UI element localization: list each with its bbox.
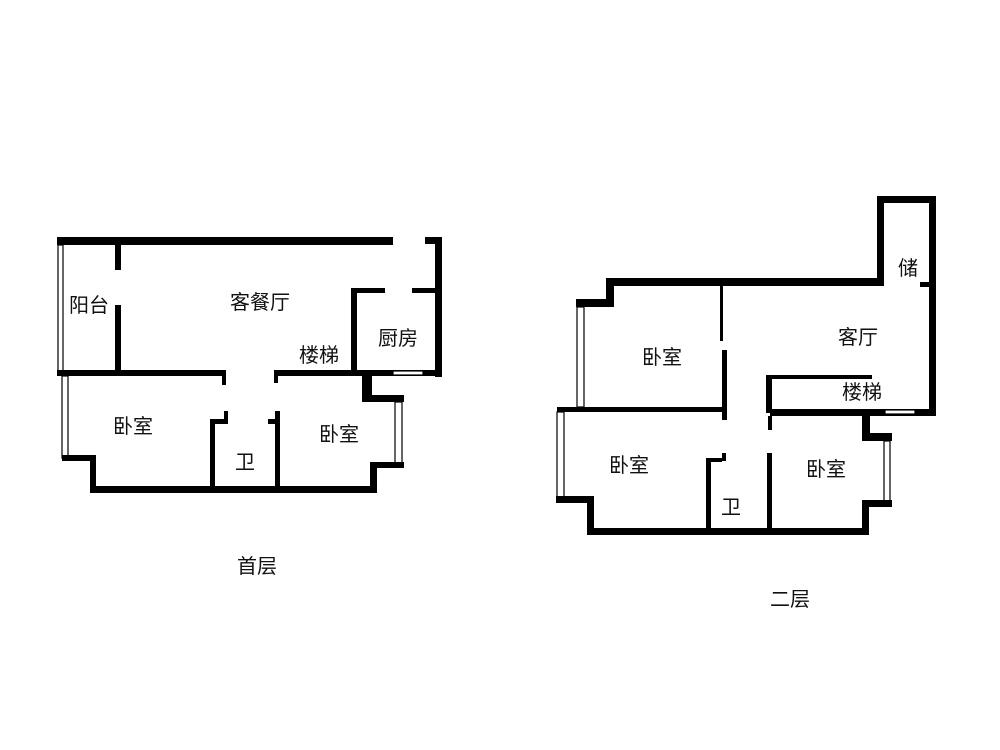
- first-floor-walls: [57, 237, 442, 493]
- room-label-bedroom: 卧室: [609, 453, 649, 477]
- room-label-bathroom: 卫: [235, 450, 255, 474]
- window: [883, 440, 891, 502]
- second-floor-walls: [556, 196, 936, 535]
- window: [576, 306, 585, 408]
- window: [556, 411, 565, 499]
- window: [61, 375, 69, 459]
- room-label-balcony: 阳台: [69, 293, 109, 317]
- room-label-bedroom: 卧室: [319, 422, 359, 446]
- room-label-bedroom: 卧室: [642, 345, 682, 369]
- window: [392, 370, 424, 376]
- room-label-bedroom: 卧室: [806, 457, 846, 481]
- window: [57, 244, 64, 373]
- floor-caption: 二层: [770, 587, 810, 611]
- room-label-living: 客厅: [838, 325, 878, 349]
- room-label-living-dining: 客餐厅: [230, 290, 290, 314]
- window: [884, 409, 916, 415]
- room-label-bedroom: 卧室: [113, 414, 153, 438]
- room-label-storage: 储: [898, 256, 918, 280]
- room-label-bathroom: 卫: [721, 495, 741, 519]
- room-label-kitchen: 厨房: [378, 326, 418, 350]
- room-label-stairs: 楼梯: [299, 343, 339, 367]
- window: [394, 401, 403, 466]
- floor-caption: 首层: [237, 554, 277, 578]
- room-label-stairs: 楼梯: [842, 380, 882, 404]
